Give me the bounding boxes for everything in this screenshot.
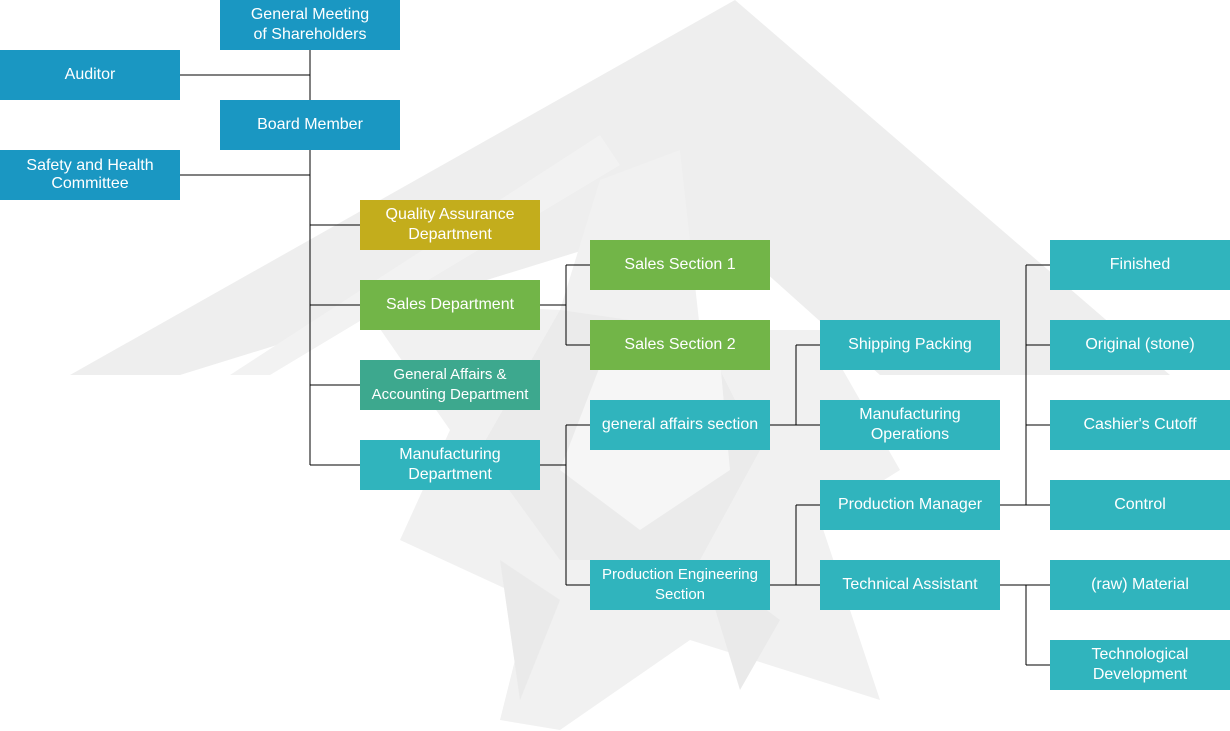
box-shipping-packing-label: Shipping Packing [848,336,972,353]
box-raw-material[interactable]: (raw) Material [1050,560,1230,610]
box-production-engineering-label: Production Engineering Section [602,566,758,603]
box-technological-development[interactable]: Technological Development [1050,640,1230,690]
box-control-label: Control [1114,496,1166,513]
box-technical-assistant[interactable]: Technical Assistant [820,560,1000,610]
box-general-meeting-label: General Meeting of Shareholders [250,6,370,43]
box-shipping-packing[interactable]: Shipping Packing [820,320,1000,370]
box-manufacturing-operations[interactable]: Manufacturing Operations [820,400,1000,450]
box-quality-assurance-label: Quality Assurance Department [385,206,515,243]
box-manufacturing-dept-label: Manufacturing Department [399,446,501,483]
box-sales-section-2[interactable]: Sales Section 2 [590,320,770,370]
box-raw-material-label: (raw) Material [1091,576,1189,593]
box-general-affairs-dept-label: General Affairs & Accounting Department [371,366,529,403]
box-manufacturing-dept[interactable]: Manufacturing Department [360,440,540,490]
box-production-engineering[interactable]: Production Engineering Section [590,560,770,610]
box-manufacturing-operations-label: Manufacturing Operations [859,406,961,443]
box-control[interactable]: Control [1050,480,1230,530]
box-quality-assurance[interactable]: Quality Assurance Department [360,200,540,250]
box-board-member[interactable]: Board Member [220,100,400,150]
box-board-member-label: Board Member [257,116,363,133]
box-production-manager-label: Production Manager [837,496,983,513]
box-auditor[interactable]: Auditor [0,50,180,100]
box-sales-section-1[interactable]: Sales Section 1 [590,240,770,290]
box-safety-committee[interactable]: Safety and Health Committee [0,150,180,200]
box-original-stone[interactable]: Original (stone) [1050,320,1230,370]
box-technical-assistant-label: Technical Assistant [842,576,978,593]
box-general-affairs-section-label: general affairs section [601,416,759,433]
box-sales-department-label: Sales Department [385,296,515,313]
box-cashiers-cutoff-label: Cashier's Cutoff [1083,416,1197,433]
box-general-affairs-section[interactable]: general affairs section [590,400,770,450]
box-sales-section-1-label: Sales Section 1 [624,256,736,273]
box-auditor-label: Auditor [64,66,116,83]
box-safety-committee-label: Safety and Health Committee [26,157,154,192]
box-finished[interactable]: Finished [1050,240,1230,290]
box-general-affairs-dept[interactable]: General Affairs & Accounting Department [360,360,540,410]
box-general-meeting[interactable]: General Meeting of Shareholders [220,0,400,50]
box-production-manager[interactable]: Production Manager [820,480,1000,530]
box-technological-development-label: Technological Development [1091,646,1189,683]
box-sales-department[interactable]: Sales Department [360,280,540,330]
box-finished-label: Finished [1109,256,1171,273]
box-original-stone-label: Original (stone) [1085,336,1195,353]
box-sales-section-2-label: Sales Section 2 [624,336,736,353]
box-cashiers-cutoff[interactable]: Cashier's Cutoff [1050,400,1230,450]
